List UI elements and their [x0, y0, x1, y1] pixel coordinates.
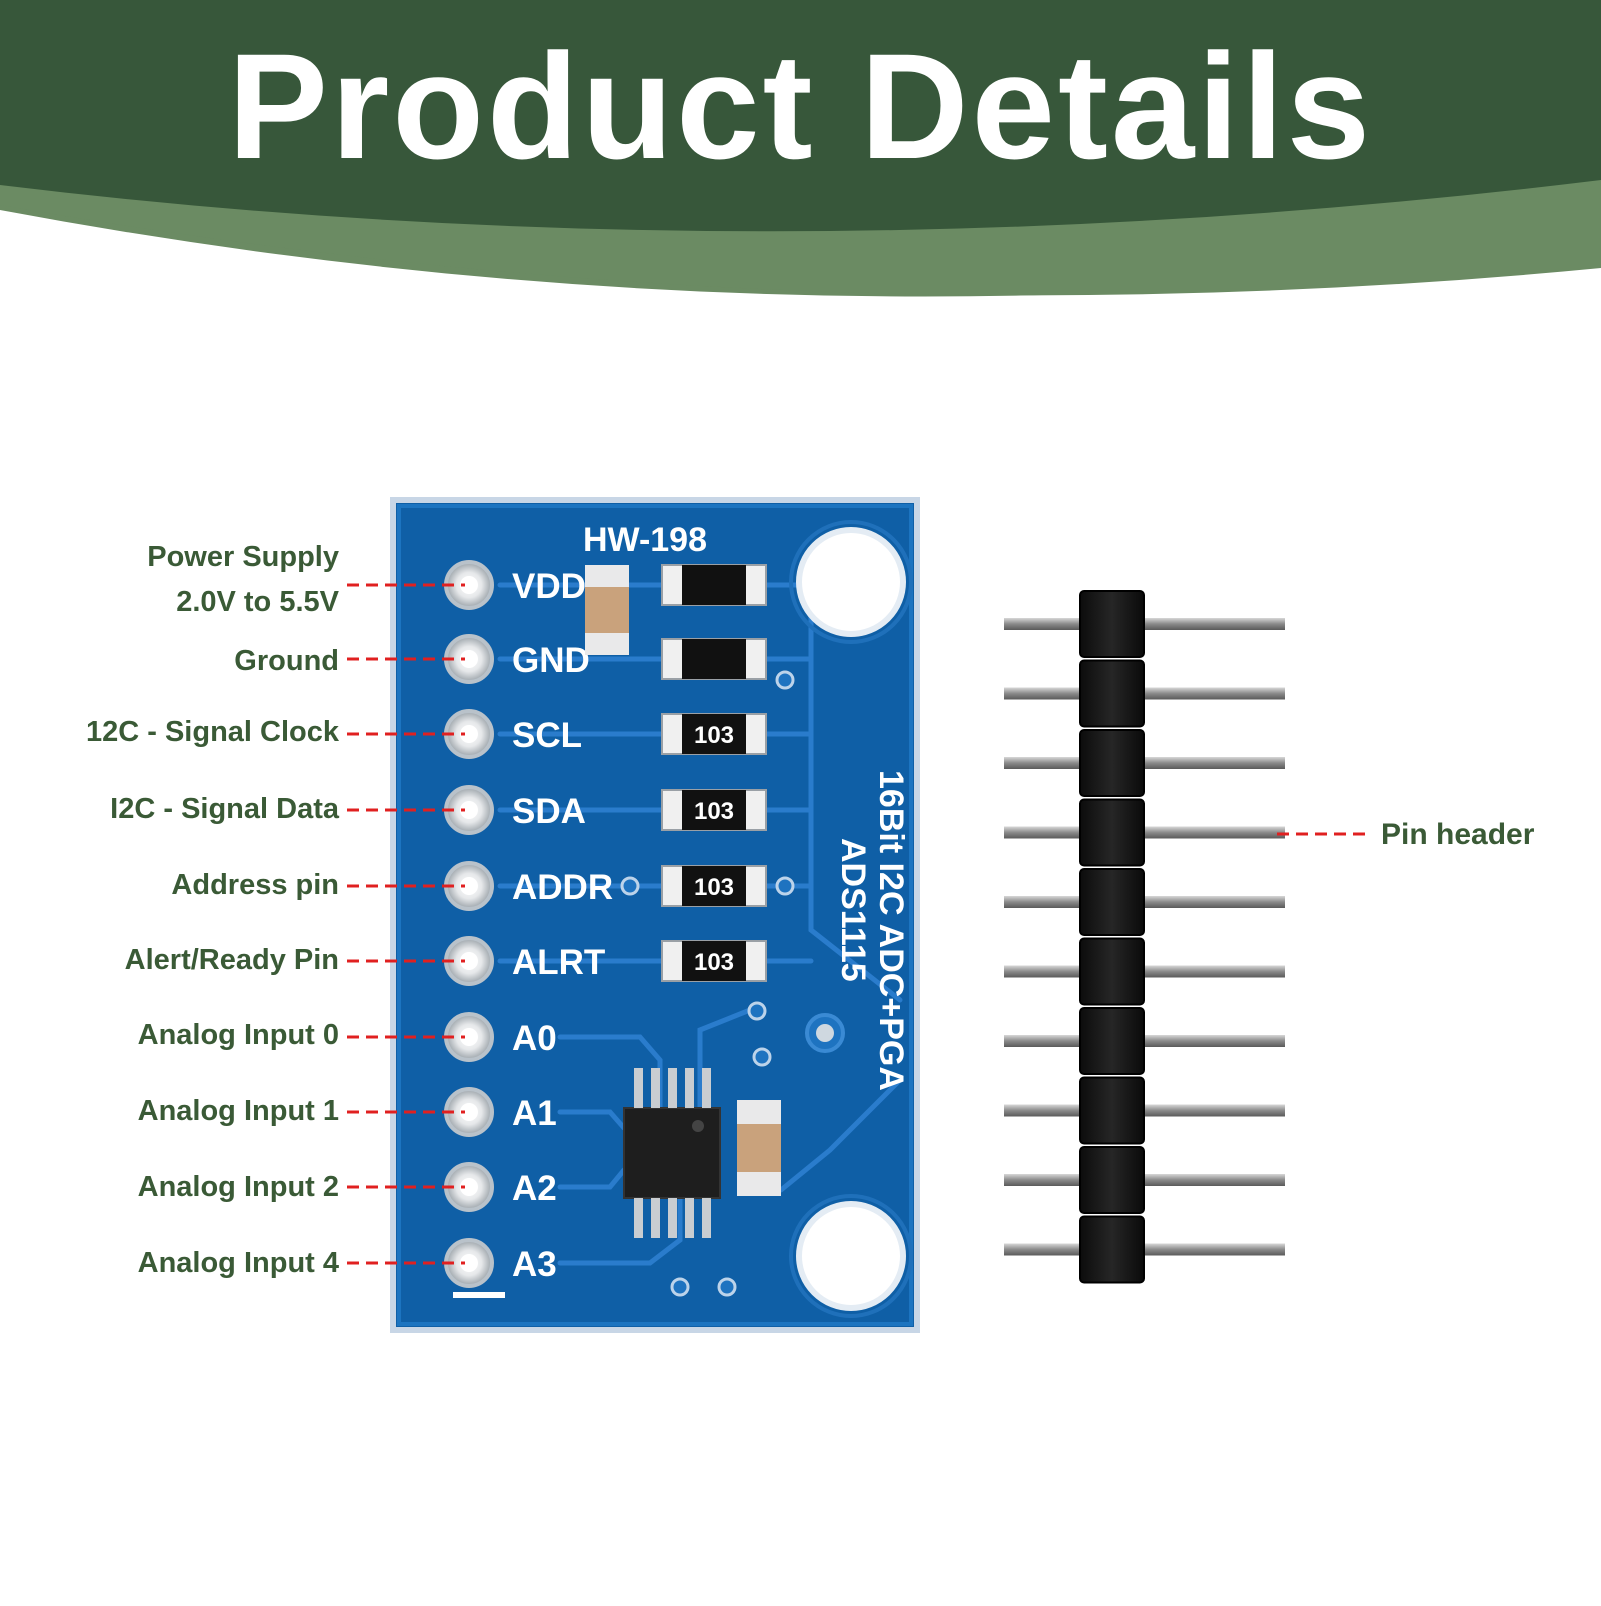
pin-label-power-supply-range: 2.0V to 5.5V	[176, 586, 339, 618]
page-title: Product Details	[227, 22, 1374, 190]
pin-header-label: Pin header	[1381, 818, 1535, 851]
pin-hole	[460, 576, 478, 594]
pin-hole	[460, 650, 478, 668]
pin-hole	[460, 952, 478, 970]
board-model: HW-198	[583, 521, 707, 559]
pin-label-signal-clock: 12C - Signal Clock	[85, 716, 339, 748]
pin-header-part	[1004, 590, 1285, 1284]
silk-label: GND	[512, 641, 590, 680]
smd-resistor: 103	[661, 713, 767, 755]
header-block	[1079, 1007, 1145, 1075]
silk-label: A1	[512, 1094, 557, 1133]
silk-label: A3	[512, 1245, 557, 1284]
resistor-code: 103	[694, 874, 734, 901]
pin-label-analog-input-4: Analog Input 4	[137, 1247, 339, 1279]
silk-label: A2	[512, 1169, 557, 1208]
capacitor-top	[585, 565, 629, 655]
pin-hole	[460, 801, 478, 819]
pin-hole	[460, 725, 478, 743]
header-block	[1079, 1215, 1145, 1284]
pin-label-analog-input-1: Analog Input 1	[137, 1095, 339, 1127]
via-hole	[816, 1024, 834, 1042]
header-block	[1079, 937, 1145, 1006]
smd-resistor: 103	[661, 865, 767, 907]
resistor-code: 103	[694, 798, 734, 825]
header-block	[1079, 798, 1145, 867]
pin-label-alert-ready-pin: Alert/Ready Pin	[124, 944, 339, 976]
silk-label: A0	[512, 1019, 557, 1058]
board-side-text-2: ADS1115	[834, 838, 872, 982]
mounting-hole-top	[789, 520, 913, 644]
board-side-text-1: 16Bit I2C ADC+PGA	[872, 770, 910, 1091]
header-block	[1079, 659, 1145, 728]
pin-hole	[460, 1254, 478, 1272]
capacitor-bottom	[737, 1100, 781, 1196]
silk-label: VDD	[512, 567, 586, 606]
banner-dark	[0, 0, 1601, 232]
smd-resistors: 103 103 103 103	[661, 564, 767, 982]
silk-label: ADDR	[512, 868, 613, 907]
pin-hole	[460, 1028, 478, 1046]
mounting-hole-bottom-ring	[796, 1201, 906, 1311]
smd-resistor: 103	[661, 940, 767, 982]
smd-resistor	[661, 564, 767, 606]
small-vias	[620, 670, 795, 1297]
pin-hole	[460, 1178, 478, 1196]
smd-resistor: 103	[661, 789, 767, 831]
header-block	[1079, 729, 1145, 797]
header-block	[1079, 868, 1145, 936]
pin-label-address-pin: Address pin	[171, 869, 339, 901]
ads1115-chip	[623, 1068, 721, 1238]
pin-hole	[460, 877, 478, 895]
mounting-hole-bottom	[789, 1194, 913, 1318]
pin-label-analog-input-0: Analog Input 0	[137, 1019, 339, 1051]
leader-lines	[347, 583, 465, 1265]
resistor-code: 103	[694, 722, 734, 749]
pin-label-ground: Ground	[234, 645, 339, 677]
pin-label-analog-input-2: Analog Input 2	[137, 1171, 339, 1203]
header-block	[1079, 1146, 1145, 1214]
header-block	[1079, 1076, 1145, 1145]
resistor-code: 103	[694, 949, 734, 976]
pin-label-signal-data: I2C - Signal Data	[110, 793, 339, 825]
pin1-marker	[453, 1292, 505, 1298]
mounting-hole-top-ring	[796, 527, 906, 637]
pin-hole	[460, 1103, 478, 1121]
pin-label-power-supply: Power Supply	[147, 541, 339, 573]
silk-label: ALRT	[512, 943, 605, 982]
header-block	[1079, 590, 1145, 658]
smd-resistor	[661, 638, 767, 680]
silk-label: SDA	[512, 792, 586, 831]
silk-label: SCL	[512, 716, 582, 755]
